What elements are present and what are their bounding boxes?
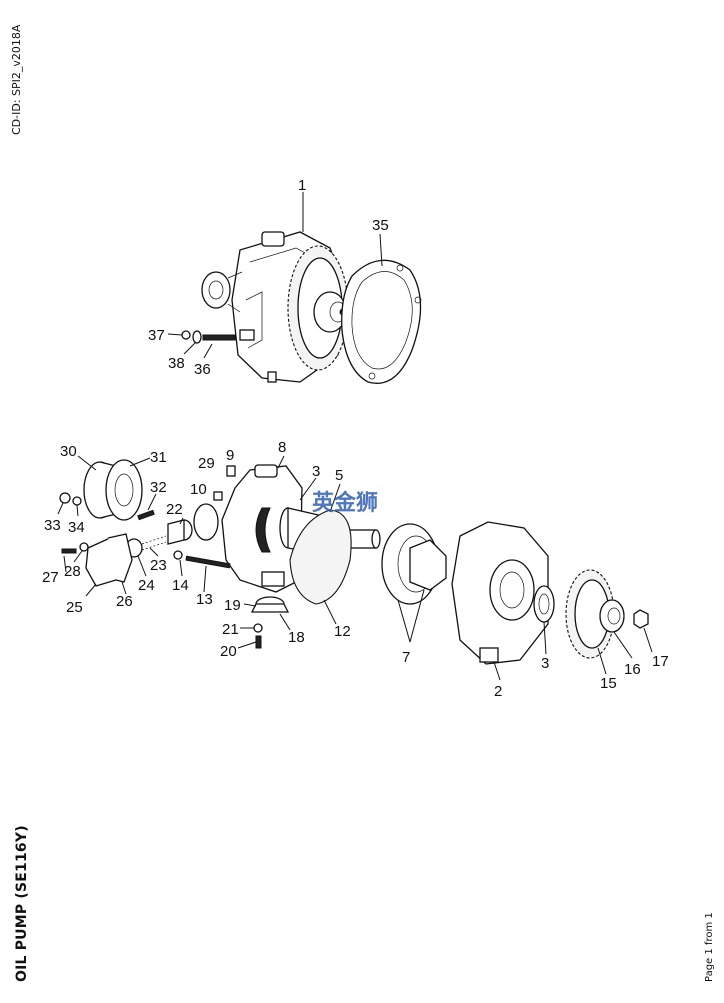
callout-31: 31 (150, 449, 167, 466)
callout-24: 24 (138, 577, 155, 594)
washer-34 (72, 496, 82, 506)
callout-8: 8 (278, 439, 286, 456)
callout-3-lower: 3 (541, 655, 549, 672)
callout-34: 34 (68, 519, 85, 536)
callout-27: 27 (42, 569, 59, 586)
callout-5: 5 (335, 467, 343, 484)
callout-19: 19 (224, 597, 241, 614)
callout-25: 25 (66, 599, 83, 616)
gasket-12 (289, 509, 352, 605)
callout-29: 29 (198, 455, 215, 472)
pump-housing-8 (193, 464, 303, 593)
plug-9 (226, 465, 236, 477)
rear-housing-2 (451, 521, 549, 665)
flange-18 (250, 596, 290, 649)
end-cover-30 (83, 459, 143, 521)
callout-23: 23 (150, 557, 167, 574)
callout-32: 32 (150, 479, 167, 496)
callout-16: 16 (624, 661, 641, 678)
drive-gear-15 (565, 569, 615, 659)
callout-2: 2 (494, 683, 502, 700)
callout-labels: 1 35 37 38 36 30 31 32 33 34 29 9 10 8 3… (42, 177, 669, 700)
callout-3-upper: 3 (312, 463, 320, 480)
relief-valve (125, 519, 193, 558)
callout-36: 36 (194, 361, 211, 378)
nut-33 (59, 492, 71, 504)
plug-10 (213, 491, 223, 501)
gasket-35 (341, 259, 422, 384)
stud-13 (185, 555, 231, 569)
callout-13: 13 (196, 591, 213, 608)
bushing-3 (533, 585, 555, 623)
callout-26: 26 (116, 593, 133, 610)
callout-33: 33 (44, 517, 61, 534)
rotor-gears-7 (381, 523, 447, 605)
callout-15: 15 (600, 675, 617, 692)
hub-16 (599, 599, 625, 633)
stud-32 (137, 509, 155, 521)
callout-1: 1 (298, 177, 306, 194)
pump-assembly (201, 231, 349, 383)
cover-25 (61, 533, 133, 587)
callout-37: 37 (148, 327, 165, 344)
callout-30: 30 (60, 443, 77, 460)
callout-10: 10 (190, 481, 207, 498)
callout-28: 28 (64, 563, 81, 580)
callout-22: 22 (166, 501, 183, 518)
callout-9: 9 (226, 447, 234, 464)
watermark-text: 英金狮 (312, 490, 378, 516)
callout-12: 12 (334, 623, 351, 640)
callout-35: 35 (372, 217, 389, 234)
callout-7: 7 (402, 649, 410, 666)
callout-38: 38 (168, 355, 185, 372)
callout-14: 14 (172, 577, 189, 594)
callout-18: 18 (288, 629, 305, 646)
bolt-36 (181, 330, 236, 344)
nut-14 (173, 550, 183, 560)
callout-17: 17 (652, 653, 669, 670)
callout-21: 21 (222, 621, 239, 638)
nut-17 (633, 609, 649, 629)
callout-20: 20 (220, 643, 237, 660)
leader-lines (57, 192, 653, 681)
